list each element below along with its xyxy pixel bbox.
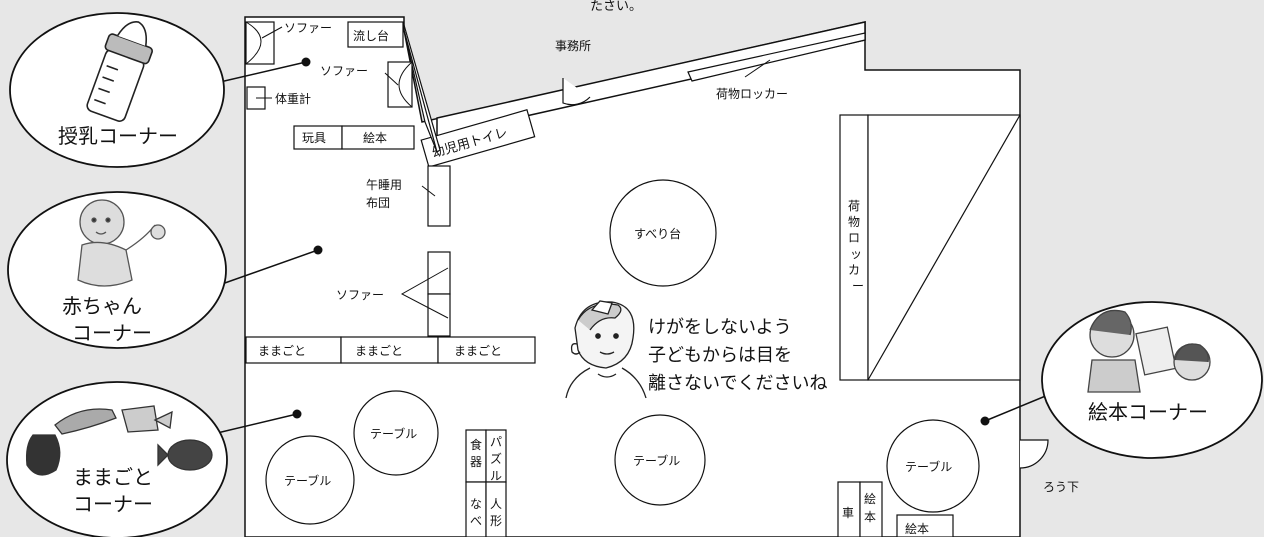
sofa-label-3: ソファー (336, 288, 384, 302)
puzzle-1: パ (490, 435, 502, 449)
table-4: テーブル (886, 419, 980, 513)
baby-illustration (77, 199, 166, 287)
toy-shelves-bottom: 食 器 パ ズ ル な べ 人 形 (465, 429, 507, 537)
toilet-corridor (403, 24, 441, 153)
baby-corner-label-2: コーナー (72, 321, 152, 345)
sofa-top-left: ソファー (245, 21, 332, 65)
luggage-locker-right: 荷 物 ロ ッ カ ー (839, 114, 1021, 381)
picture-book-v-2: 本 (864, 510, 876, 524)
sofa-top-center: ソファー (320, 61, 413, 108)
car-label: 車 (842, 506, 854, 520)
picture-book-label-1: 絵本 (363, 130, 387, 145)
puzzle-2: ズ (490, 451, 502, 466)
luggage-locker-v-3: ロ (848, 231, 860, 245)
slide-label: すべり台 (634, 226, 681, 241)
pot-2: べ (470, 514, 482, 528)
table-label-3: テーブル (633, 453, 680, 468)
picture-book-corner-callout: 絵本コーナー (980, 301, 1263, 459)
scale-label: 体重計 (275, 91, 311, 106)
nap-futon-label-1: 午睡用 (366, 178, 402, 192)
car-and-book-shelves: 車 絵 本 絵本 (837, 481, 954, 537)
office-label: 事務所 (555, 39, 591, 53)
table-2: テーブル (265, 435, 355, 525)
food-illustration (25, 405, 213, 476)
top-text: たさい。 (590, 0, 642, 14)
notice-line-2: 子どもからは目を (648, 345, 792, 366)
sofa-label-1: ソファー (284, 21, 332, 35)
table-label-1: テーブル (370, 426, 417, 441)
hallway-label: ろう下 (1043, 480, 1079, 494)
nurse-illustration (565, 300, 647, 399)
luggage-locker-v-5: カ (848, 263, 860, 277)
luggage-locker-top: 荷物ロッカー (687, 32, 866, 101)
luggage-locker-label: 荷物ロッカー (716, 87, 788, 101)
picture-book-label-2: 絵本 (905, 521, 929, 536)
luggage-locker-v-2: 物 (848, 215, 860, 229)
luggage-locker-v-4: ッ (850, 247, 862, 261)
sofa-label-2: ソファー (320, 64, 368, 78)
sink-label: 流し台 (353, 28, 389, 43)
baby-corner-callout: 赤ちゃん コーナー (7, 191, 323, 349)
mamagoto-corner-label-1: ままごと (73, 465, 153, 489)
sofa-middle: ソファー (336, 251, 451, 337)
doll-2: 形 (490, 514, 502, 528)
nap-futon-label-2: 布団 (366, 196, 390, 210)
luggage-locker-v-1: 荷 (848, 199, 860, 213)
toys-label: 玩具 (302, 131, 326, 145)
hallway-door-swing (1019, 439, 1049, 469)
pot-1: な (470, 497, 482, 511)
puzzle-3: ル (490, 469, 502, 483)
toys-and-books-shelf: 玩具 絵本 (293, 125, 415, 150)
notice-line-1: けがをしないよう (648, 317, 792, 338)
doll-1: 人 (490, 497, 502, 511)
table-label-4: テーブル (905, 459, 952, 474)
mamagoto-shelves: ままごと ままごと ままごと (245, 336, 536, 364)
office-door-swing (562, 78, 591, 106)
mamagoto-label-1: ままごと (258, 343, 306, 358)
tableware-1: 食 (470, 437, 482, 452)
table-label-2: テーブル (284, 473, 331, 488)
mamagoto-label-2: ままごと (355, 343, 403, 358)
nap-futon: 午睡用 布団 (366, 165, 451, 227)
baby-bottle-icon (86, 21, 153, 122)
table-1: テーブル (353, 390, 439, 476)
tableware-2: 器 (470, 455, 482, 469)
reading-illustration (1087, 309, 1211, 393)
mamagoto-corner-callout: ままごと コーナー (6, 381, 302, 537)
slide: すべり台 (609, 179, 717, 287)
luggage-locker-v-6: ー (852, 279, 864, 293)
table-3: テーブル (614, 414, 706, 506)
picture-book-corner-label: 絵本コーナー (1088, 400, 1208, 424)
picture-book-v-1: 絵 (864, 491, 876, 506)
nursing-corner-callout: 授乳コーナー (9, 12, 311, 168)
mamagoto-corner-label-2: コーナー (73, 492, 153, 516)
notice-line-3: 離さないでくださいね (648, 373, 827, 394)
nursing-corner-label: 授乳コーナー (58, 124, 178, 148)
sink: 流し台 (347, 21, 404, 48)
baby-corner-label-1: 赤ちゃん (62, 294, 142, 318)
scale: 体重計 (246, 86, 311, 110)
mamagoto-label-3: ままごと (454, 343, 502, 358)
notice-text: けがをしないよう 子どもからは目を 離さないでくださいね (648, 317, 827, 394)
